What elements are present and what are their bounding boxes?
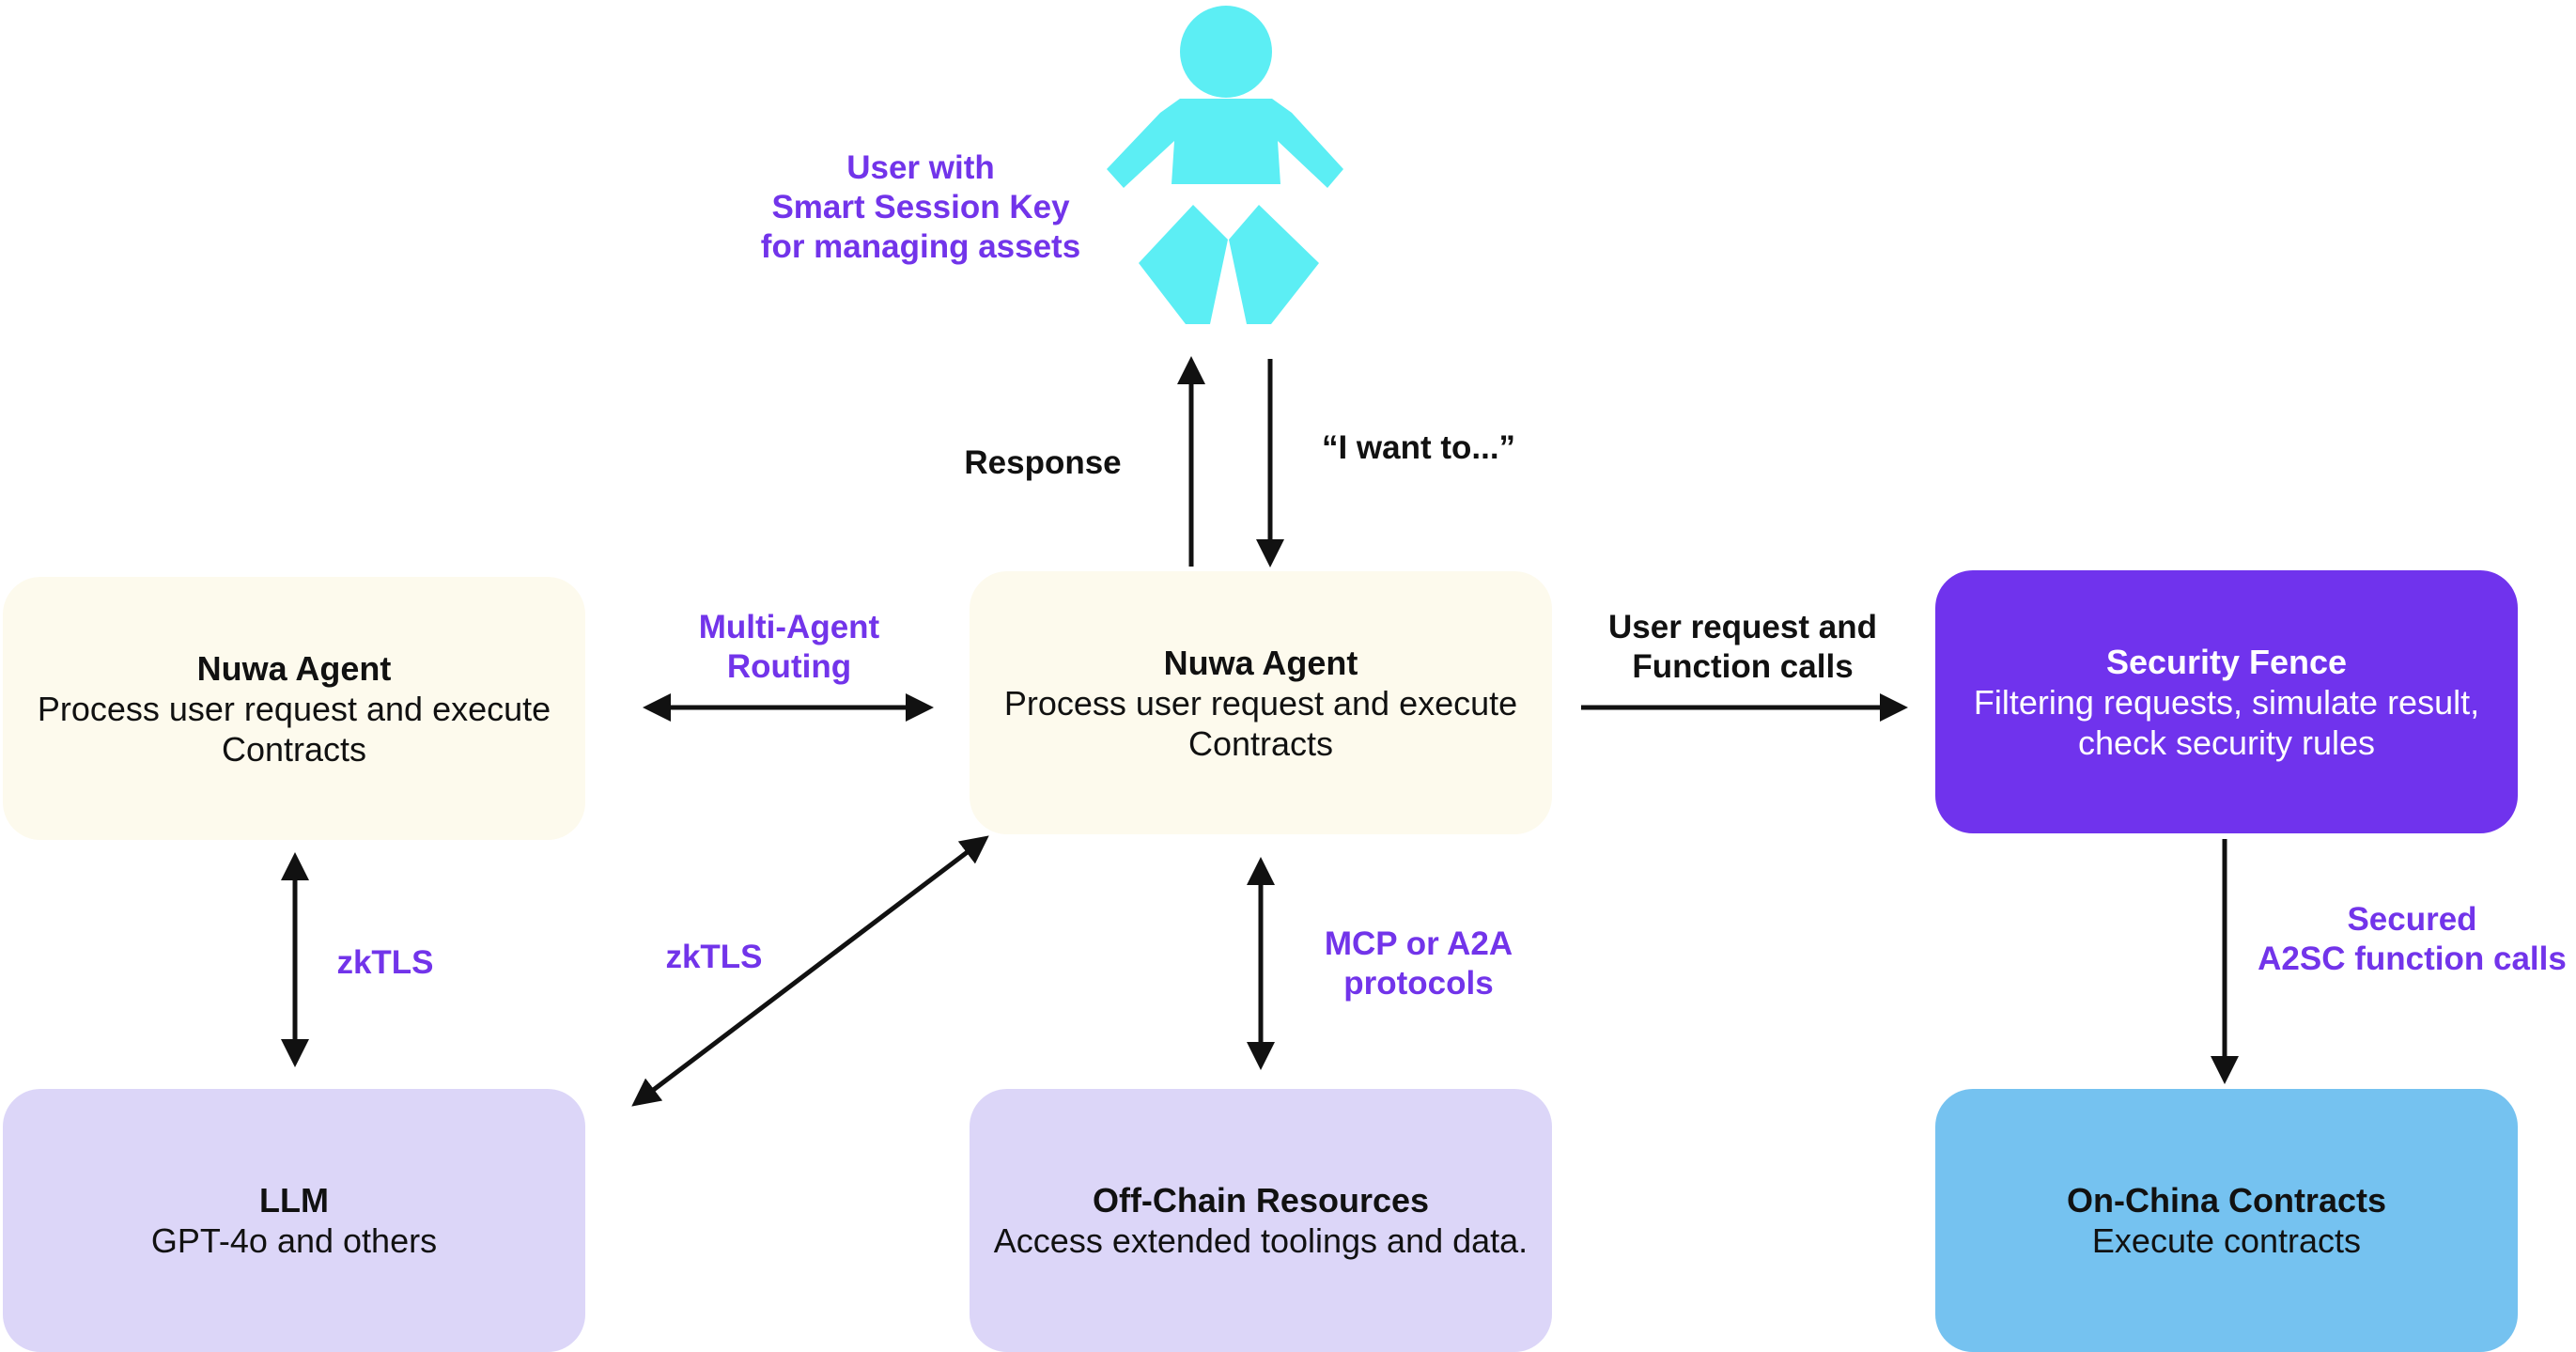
user-request-line: User request and: [1608, 609, 1877, 645]
multi-agent-label: Multi-Agent Routing: [648, 608, 930, 687]
response-label: Response: [964, 444, 1122, 481]
user-request-label: User request and Function calls: [1574, 608, 1912, 687]
node-title: On-China Contracts: [2066, 1181, 2386, 1220]
secured-line: Secured: [2347, 901, 2477, 938]
user-request-line: Function calls: [1632, 648, 1854, 685]
node-title: Nuwa Agent: [196, 648, 392, 688]
secured-line: A2SC function calls: [2258, 940, 2567, 977]
node-text: Process user request and execute: [1003, 683, 1518, 723]
mcp-line: protocols: [1343, 965, 1494, 1002]
user-label: User with Smart Session Key for managing…: [723, 148, 1118, 267]
mcp-label: MCP or A2A protocols: [1287, 925, 1550, 1003]
request-label: “I want to...”: [1321, 429, 1516, 466]
node-title: Security Fence: [2105, 642, 2348, 681]
user-label-line: User with: [846, 149, 995, 186]
edge-zktls-center: [631, 835, 989, 1107]
secured-label: Secured A2SC function calls: [2250, 900, 2574, 979]
node-security-fence: Security Fence Filtering requests, simul…: [1935, 570, 2518, 833]
node-nuwa-agent-center: Nuwa Agent Process user request and exec…: [970, 571, 1552, 834]
node-llm: LLM GPT-4o and others: [3, 1089, 585, 1352]
node-title: LLM: [259, 1181, 329, 1220]
node-text: Access extended toolings and data.: [993, 1221, 1529, 1260]
node-on-chain-contracts: On-China Contracts Execute contracts: [1935, 1089, 2518, 1352]
multi-agent-line: Multi-Agent: [698, 609, 880, 645]
node-text: Execute contracts: [2091, 1221, 2362, 1260]
node-text: check security rules: [2077, 723, 2376, 762]
zktls-center-label: zkTLS: [665, 939, 763, 975]
node-text: Contracts: [221, 729, 367, 769]
mcp-line: MCP or A2A: [1324, 925, 1513, 962]
multi-agent-line: Routing: [726, 648, 852, 685]
user-label-line: Smart Session Key: [771, 189, 1070, 225]
node-text: Process user request and execute: [37, 689, 551, 728]
node-text: GPT-4o and others: [150, 1221, 438, 1260]
node-title: Nuwa Agent: [1163, 643, 1358, 682]
zktls-left-label: zkTLS: [336, 944, 434, 981]
node-nuwa-agent-left: Nuwa Agent Process user request and exec…: [3, 577, 585, 840]
node-off-chain-resources: Off-Chain Resources Access extended tool…: [970, 1089, 1552, 1352]
user-label-line: for managing assets: [760, 228, 1081, 265]
node-text: Contracts: [1187, 723, 1334, 763]
node-text: Filtering requests, simulate result,: [1973, 682, 2480, 722]
node-title: Off-Chain Resources: [1092, 1181, 1430, 1220]
